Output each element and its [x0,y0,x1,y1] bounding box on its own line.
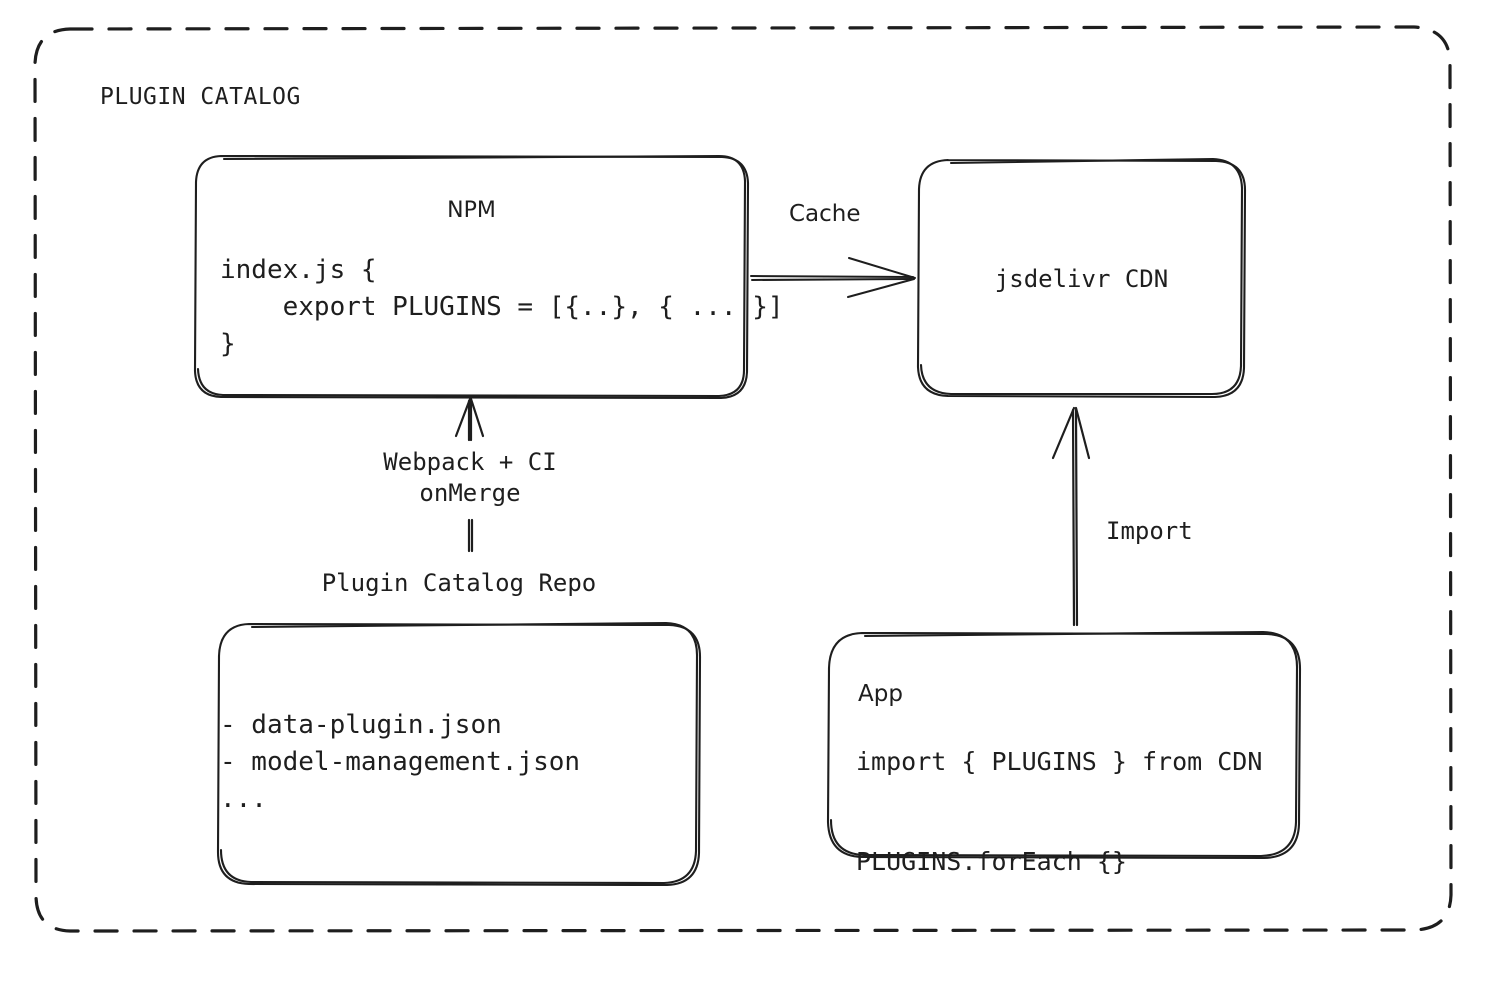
group-title: PLUGIN CATALOG [100,84,301,110]
app-node-heading: App [858,681,903,707]
edge-label-cache: Cache [789,201,861,227]
cdn-node-label: jsdelivr CDN [994,265,1169,293]
edge-label-import: Import [1106,517,1193,545]
repo-node-file-list: - data-plugin.json - model-management.js… [220,710,581,814]
npm-node-code: index.js { export PLUGINS = [{..}, { ...… [220,255,784,359]
repo-node-title: Plugin Catalog Repo [321,569,597,597]
arrow-app-to-cdn [1051,406,1091,627]
edge-label-webpack-onmerge: Webpack + CI onMerge [383,448,557,507]
app-node-code: import { PLUGINS } from CDN PLUGINS.forE… [856,747,1263,876]
npm-node-heading: NPM [447,198,496,223]
